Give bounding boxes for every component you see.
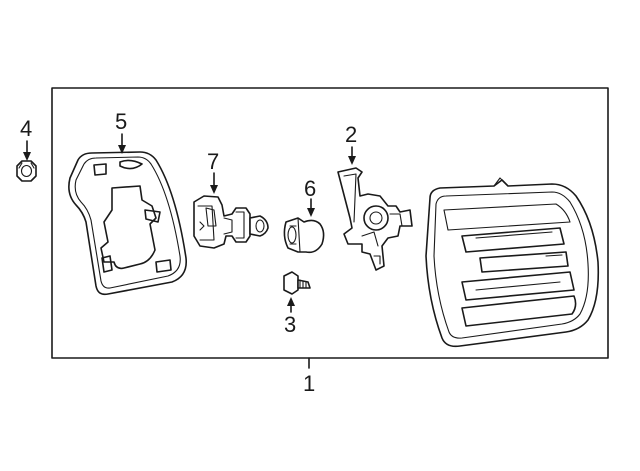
callout-4-leader xyxy=(23,140,31,161)
callout-7-leader xyxy=(210,172,218,194)
callout-5: 5 xyxy=(115,109,127,134)
callout-6: 6 xyxy=(304,176,316,201)
screw-icon[interactable] xyxy=(283,271,311,295)
tail-lamp-assembly-icon[interactable] xyxy=(425,177,600,348)
bulb-socket-icon[interactable] xyxy=(193,195,269,249)
gasket-icon[interactable] xyxy=(68,151,188,296)
callout-5-leader xyxy=(118,133,126,154)
callout-4: 4 xyxy=(20,116,32,141)
socket-bracket-icon[interactable] xyxy=(337,167,413,271)
callout-3-leader xyxy=(287,297,295,313)
callout-6-leader xyxy=(307,198,315,217)
callout-7: 7 xyxy=(207,149,219,174)
callout-2-leader xyxy=(348,146,356,165)
bulb-icon[interactable] xyxy=(283,217,325,254)
nut-icon[interactable] xyxy=(16,160,37,182)
assembly-frame xyxy=(51,87,609,359)
callout-3: 3 xyxy=(284,312,296,337)
callout-2: 2 xyxy=(345,122,357,147)
callout-1: 1 xyxy=(303,371,315,396)
